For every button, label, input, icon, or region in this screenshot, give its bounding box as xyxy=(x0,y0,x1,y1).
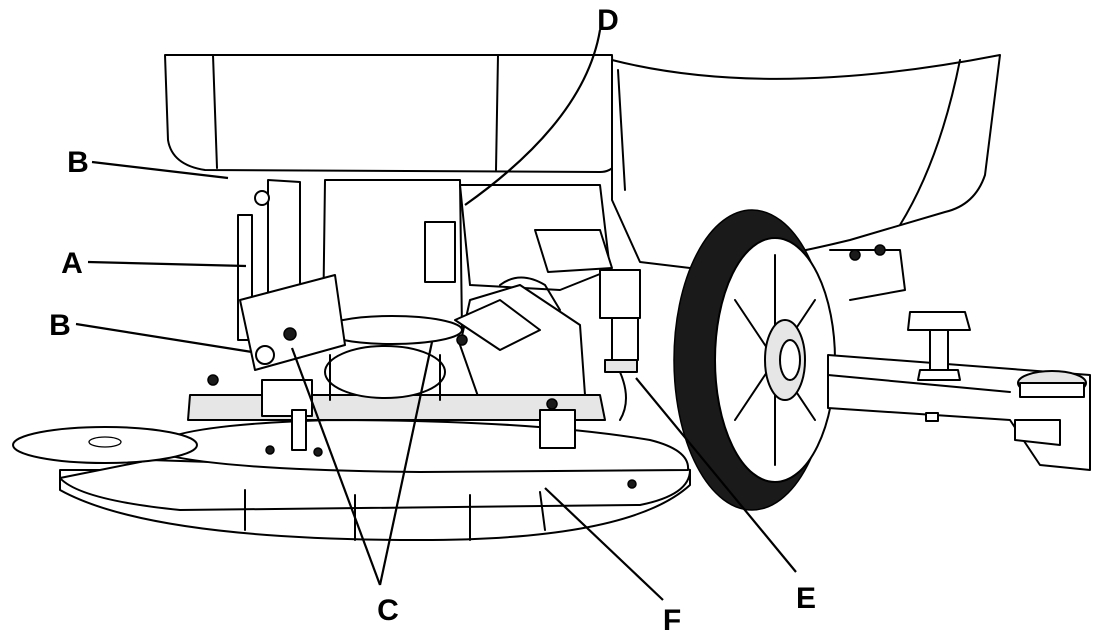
callout-f: F xyxy=(663,604,681,631)
leader-d xyxy=(464,29,602,206)
leader-a xyxy=(87,260,247,268)
brush-deck xyxy=(12,345,691,541)
recovery-tank xyxy=(164,54,1001,269)
leader-b-bottom xyxy=(75,322,253,354)
leader-c-right xyxy=(378,341,434,586)
leader-b-top xyxy=(91,160,229,180)
leader-e xyxy=(635,377,797,573)
wheel xyxy=(673,209,836,511)
callout-labels: D B A B C E F xyxy=(49,4,816,636)
leader-lines xyxy=(75,29,797,601)
callout-b-bottom: B xyxy=(49,309,71,342)
callout-a: A xyxy=(61,247,83,280)
callout-c: C xyxy=(377,594,399,627)
callout-b-top: B xyxy=(67,146,89,179)
callout-e: E xyxy=(796,582,816,615)
leader-c-left xyxy=(290,347,382,586)
squeegee-assembly xyxy=(827,244,1091,471)
valve-assembly xyxy=(599,269,641,421)
callout-d: D xyxy=(597,4,619,37)
leader-f xyxy=(544,487,664,601)
motor-column xyxy=(321,179,472,345)
frame-brackets xyxy=(237,179,613,403)
